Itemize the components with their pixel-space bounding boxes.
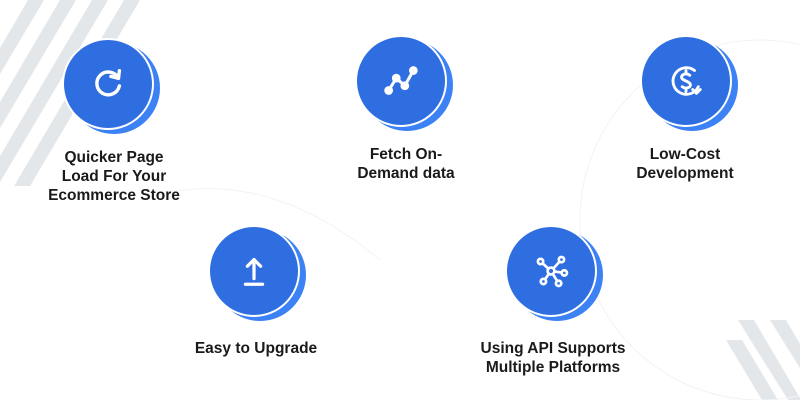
feature-badge bbox=[640, 35, 738, 131]
network-icon bbox=[536, 255, 569, 288]
line-chart-icon bbox=[384, 66, 418, 95]
dollar-down-icon bbox=[671, 66, 702, 96]
feature-label: Fetch On- Demand data bbox=[357, 146, 455, 182]
feature-label: Using API Supports Multiple Platforms bbox=[480, 340, 626, 376]
upload-icon bbox=[243, 257, 265, 286]
refresh-icon bbox=[95, 68, 122, 97]
feature-badge bbox=[505, 225, 603, 321]
feature-badge bbox=[62, 38, 160, 134]
feature-label: Quicker Page Load For Your Ecommerce Sto… bbox=[48, 149, 180, 204]
feature-badge bbox=[208, 225, 306, 321]
stripes-bottom-right bbox=[726, 320, 800, 400]
feature-label: Low-Cost Development bbox=[636, 146, 734, 182]
feature-label: Easy to Upgrade bbox=[194, 340, 318, 357]
feature-badge bbox=[355, 35, 453, 131]
